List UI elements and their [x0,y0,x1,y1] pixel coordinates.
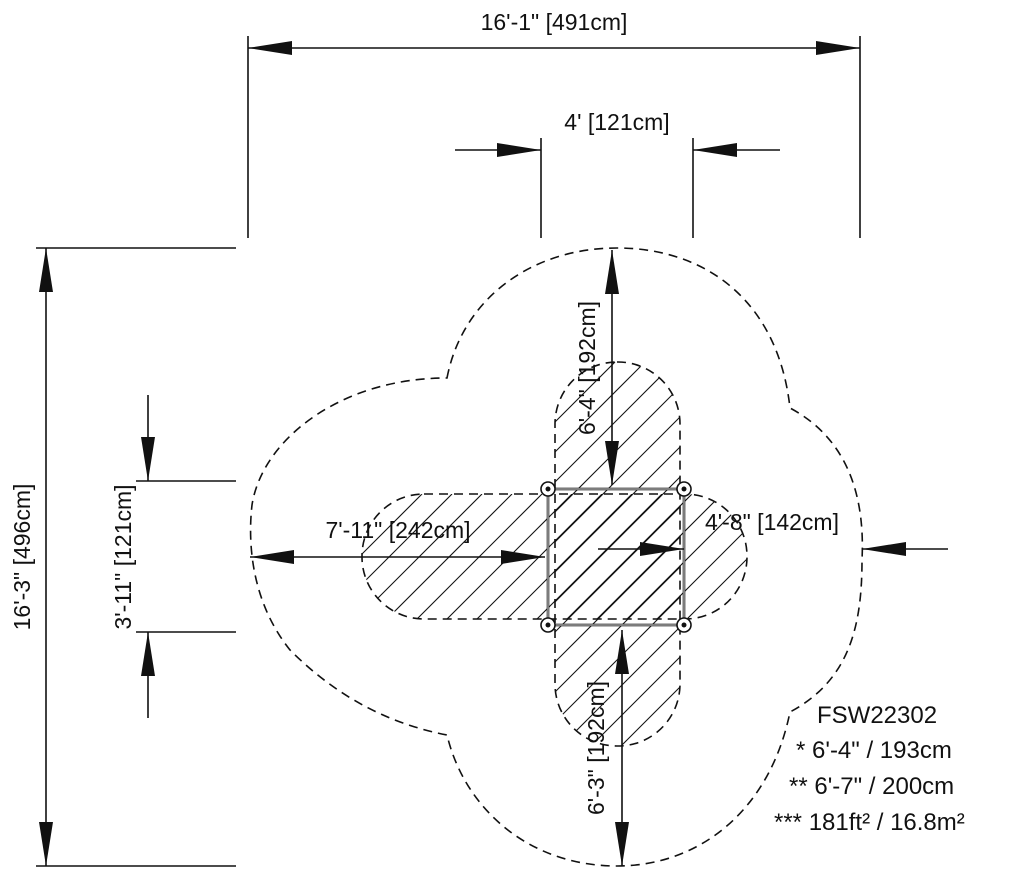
overall-width-dimension: 16'-1" [491cm] [247,9,861,238]
hatch-line [686,494,747,619]
overall-width-label: 16'-1" [491cm] [481,9,628,35]
hatch-line [555,362,680,746]
note-line-2: ** 6'-7" / 200cm [789,773,955,800]
hatch-line [536,494,663,619]
bottom-zone-label: 6'-3" [192cm] [583,681,609,815]
hatch-line [831,362,1024,746]
top-zone-label: 6'-4" [192cm] [574,301,600,435]
left-zone-label: 7'-11" [242cm] [325,517,470,543]
hatch-line [1011,362,1024,746]
hatch-vertical-zone [554,361,1024,747]
hatch-line [981,362,1024,746]
note-line-3: *** 181ft² / 16.8m² [774,809,965,836]
note-line-1: * 6'-4" / 193cm [796,737,952,764]
post-bottom-left [540,617,556,633]
model-number: FSW22302 [817,702,938,729]
hatch-line [555,362,680,746]
bottom-zone-dimension: 6'-3" [192cm] [583,630,629,866]
frame-depth-dimension: 3'-11" [121cm] [110,395,236,718]
post-top-left [540,481,556,497]
hatch-line [741,362,1024,746]
hatch-line [566,494,693,619]
hatch-line [596,494,723,619]
frame-width-dimension: 4' [121cm] [455,109,780,238]
hatch-line [837,494,962,619]
hatch-line [555,362,646,746]
hatch-line [555,362,556,746]
hatch-line [626,494,747,619]
hatch-line [861,362,1024,746]
hatch-line [555,362,680,746]
post-top-right [676,481,692,497]
hatch-line [921,362,1024,746]
hatch-line [555,362,680,746]
hatch-line [656,494,747,619]
equipment-frame [540,481,692,633]
hatch-line [555,362,680,746]
hatch-line [590,362,680,746]
frame-width-label: 4' [121cm] [564,109,669,135]
hatch-line [867,494,992,619]
hatch-line [555,362,680,746]
hatch-line [555,362,676,746]
hatch-line [555,362,680,746]
post-bottom-right [676,617,692,633]
left-zone-dimension: 7'-11" [242cm] [250,517,545,564]
hatch-line [506,494,633,619]
overall-depth-label: 16'-3" [496cm] [9,484,35,631]
hatch-line [560,362,680,746]
hatch-line [711,362,1024,746]
right-zone-dimension: 4'-8" [142cm] [598,509,948,556]
overall-depth-dimension: 16'-3" [496cm] [9,247,236,867]
hatch-line [891,362,1024,746]
use-zone-outline [249,247,864,867]
hatch-line [555,362,680,746]
frame-depth-label: 3'-11" [121cm] [110,484,136,629]
hatch-line [555,362,586,746]
hatch-line [681,362,1024,746]
hatch-line [650,362,680,746]
right-zone-label: 4'-8" [142cm] [705,509,839,535]
hatch-line [620,362,680,746]
hatch-line [362,494,423,619]
hatch-line [951,362,1024,746]
top-zone-dimension: 6'-4" [192cm] [574,250,619,485]
hatch-line [801,362,1024,746]
